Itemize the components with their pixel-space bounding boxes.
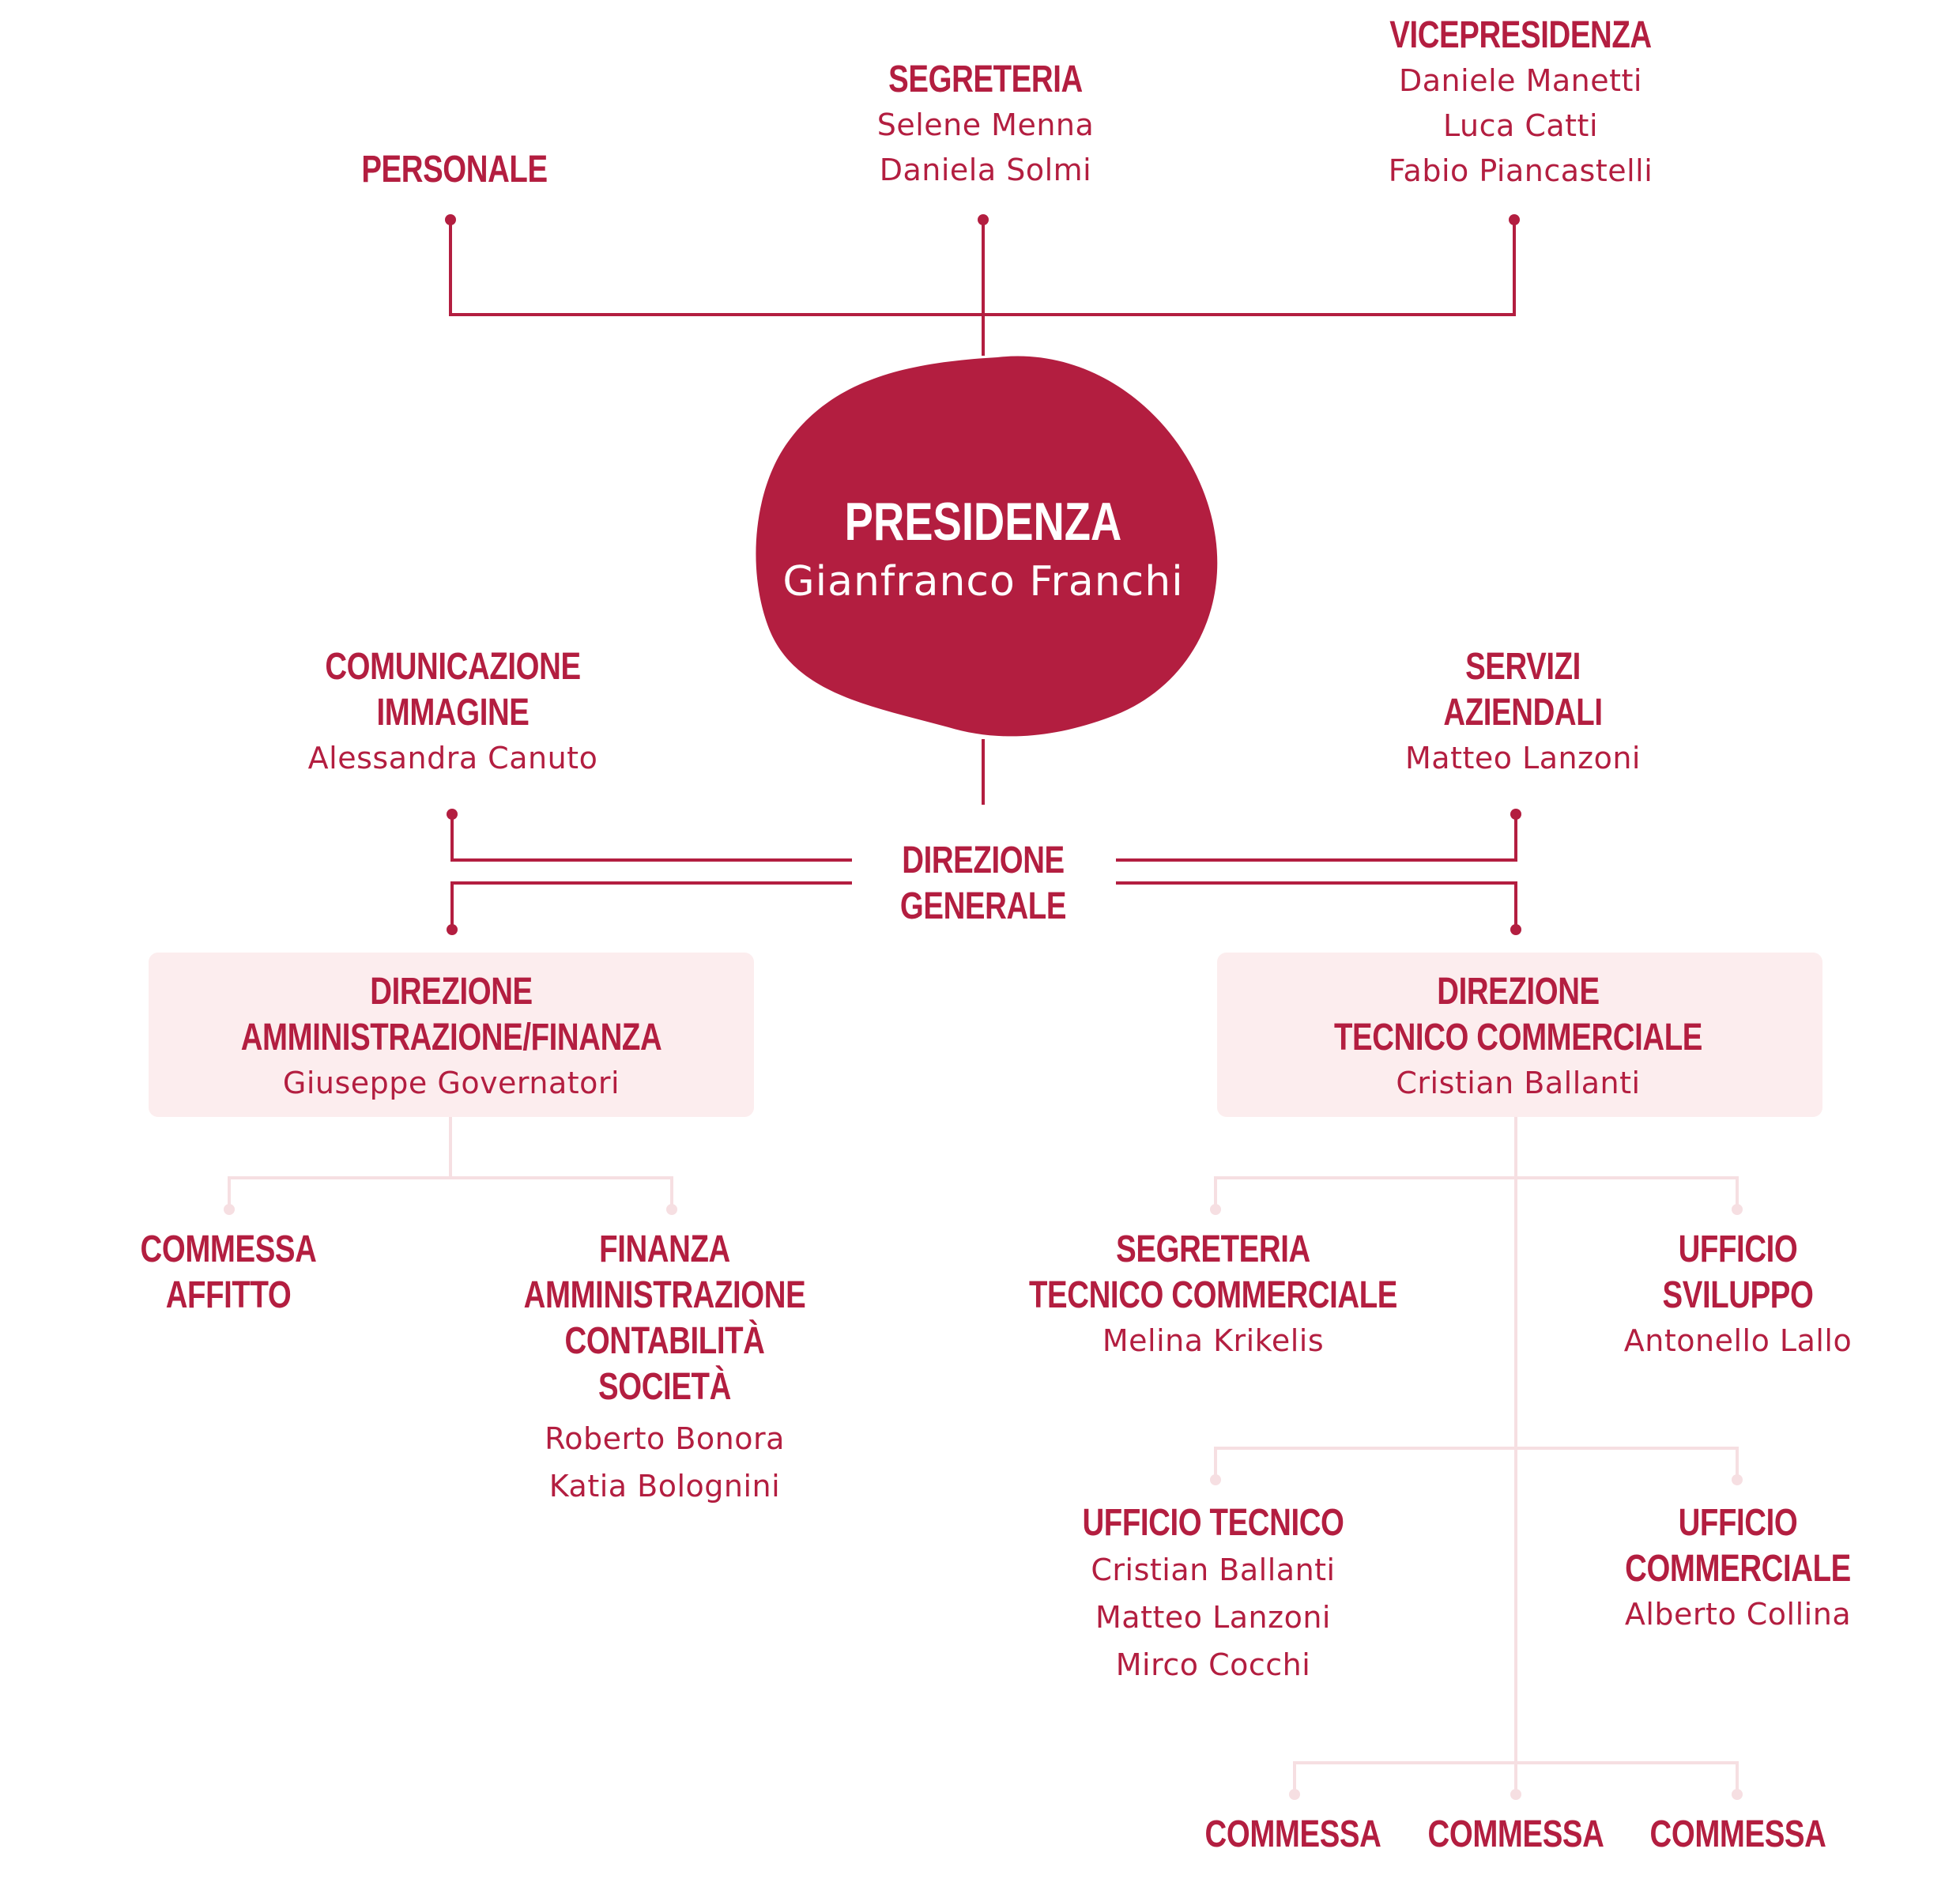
ufficio-tecnico-person: Matteo Lanzoni — [1095, 1600, 1331, 1635]
ufficio-sviluppo-title-line: UFFICIO — [1678, 1228, 1798, 1270]
finanza-title-line: CONTABILITÀ — [564, 1320, 765, 1362]
direzione-generale-title-line: DIREZIONE — [902, 840, 1065, 881]
vicepresidenza-person: Luca Catti — [1442, 108, 1599, 143]
ufficio-commerciale-title-line: COMMERCIALE — [1625, 1548, 1851, 1590]
segreteria-tec-node: SEGRETERIA TECNICO COMMERCIALE Melina Kr… — [983, 1227, 1443, 1364]
finanza-node: FINANZA AMMINISTRAZIONE CONTABILITÀ SOCI… — [488, 1227, 841, 1510]
comunicazione-node: COMUNICAZIONE IMMAGINE Alessandra Canuto — [293, 644, 612, 781]
finanza-title-line: AMMINISTRAZIONE — [523, 1274, 806, 1316]
vicepresidenza-title: VICEPRESIDENZA — [1389, 14, 1652, 56]
commessa-affitto-node: COMMESSA AFFITTO — [119, 1227, 339, 1319]
servizi-title-line: SERVIZI — [1465, 646, 1581, 688]
light-connectors — [228, 1116, 1739, 1794]
ufficio-sviluppo-person: Antonello Lallo — [1623, 1323, 1853, 1358]
vicepresidenza-person: Daniele Manetti — [1399, 63, 1642, 98]
finanza-title-line: FINANZA — [599, 1228, 730, 1270]
dir-tec-title-line: TECNICO COMMERCIALE — [1334, 1017, 1702, 1058]
servizi-title-line: AZIENDALI — [1443, 692, 1603, 734]
dir-amm-title-line: DIREZIONE — [370, 971, 533, 1013]
dir-tec-box — [1217, 953, 1822, 1117]
finanza-person: Katia Bolognini — [548, 1469, 781, 1504]
comunicazione-title-line: IMMAGINE — [376, 692, 530, 734]
commessa-node: COMMESSA — [1628, 1812, 1849, 1858]
ufficio-commerciale-node: UFFICIO COMMERCIALE Alberto Collina — [1596, 1500, 1879, 1637]
dir-amm-person: Giuseppe Governatori — [282, 1066, 620, 1100]
presidenza-title: PRESIDENZA — [844, 492, 1122, 552]
dir-tec-person: Cristian Ballanti — [1396, 1066, 1641, 1100]
comunicazione-title-line: COMUNICAZIONE — [325, 646, 581, 688]
commessa-affitto-title-line: COMMESSA — [140, 1228, 317, 1270]
presidenza-person: Gianfranco Franchi — [782, 558, 1184, 606]
top-dots — [445, 214, 1520, 225]
servizi-person: Matteo Lanzoni — [1405, 741, 1641, 775]
ufficio-commerciale-person: Alberto Collina — [1624, 1597, 1852, 1632]
commessa-title: COMMESSA — [1649, 1813, 1826, 1855]
segreteria-person: Daniela Solmi — [879, 153, 1092, 187]
dir-amm-title-line: AMMINISTRAZIONE/FINANZA — [240, 1017, 662, 1058]
ufficio-tecnico-title-line: UFFICIO TECNICO — [1082, 1502, 1344, 1544]
commessa-node: COMMESSA — [1183, 1812, 1404, 1858]
finanza-title-line: SOCIETÀ — [598, 1366, 731, 1408]
ufficio-commerciale-title-line: UFFICIO — [1678, 1502, 1798, 1544]
dir-tec-node: DIREZIONE TECNICO COMMERCIALE Cristian B… — [1288, 969, 1748, 1106]
direzione-connectors — [450, 814, 1517, 930]
personale-title: PERSONALE — [361, 149, 548, 191]
finanza-person: Roberto Bonora — [545, 1421, 785, 1456]
commessa-title: COMMESSA — [1427, 1813, 1604, 1855]
ufficio-tecnico-person: Cristian Ballanti — [1091, 1553, 1336, 1587]
segreteria-title: SEGRETERIA — [888, 58, 1083, 100]
segreteria-node: SEGRETERIA Selene Menna Daniela Solmi — [864, 57, 1106, 193]
vicepresidenza-node: VICEPRESIDENZA Daniele Manetti Luca Catt… — [1357, 13, 1684, 194]
dir-tec-title-line: DIREZIONE — [1437, 971, 1600, 1013]
segreteria-tec-title-line: TECNICO COMMERCIALE — [1029, 1274, 1397, 1316]
personale-node: PERSONALE — [338, 147, 571, 193]
light-dots — [224, 1204, 1743, 1800]
direzione-generale-title-line: GENERALE — [899, 885, 1067, 927]
dir-amm-box — [149, 953, 754, 1117]
segreteria-tec-title-line: SEGRETERIA — [1116, 1228, 1310, 1270]
comunicazione-person: Alessandra Canuto — [307, 741, 598, 775]
ufficio-tecnico-node: UFFICIO TECNICO Cristian Ballanti Matteo… — [1050, 1500, 1377, 1688]
dir-amm-node: DIREZIONE AMMINISTRAZIONE/FINANZA Giusep… — [188, 969, 714, 1106]
ufficio-tecnico-person: Mirco Cocchi — [1115, 1647, 1311, 1682]
vicepresidenza-person: Fabio Piancastelli — [1388, 153, 1653, 188]
segreteria-tec-person: Melina Krikelis — [1102, 1323, 1325, 1358]
servizi-node: SERVIZI AZIENDALI Matteo Lanzoni — [1405, 644, 1641, 781]
commessa-affitto-title-line: AFFITTO — [165, 1274, 292, 1316]
segreteria-person: Selene Menna — [876, 108, 1095, 142]
commessa-node: COMMESSA — [1406, 1812, 1626, 1858]
ufficio-sviluppo-node: UFFICIO SVILUPPO Antonello Lallo — [1624, 1227, 1852, 1364]
ufficio-sviluppo-title-line: SVILUPPO — [1662, 1274, 1814, 1316]
top-connectors — [449, 220, 1516, 356]
direzione-generale-node: DIREZIONE GENERALE — [880, 838, 1087, 930]
direzione-dots — [447, 809, 1521, 935]
presidenza-blob — [756, 356, 1218, 737]
presidenza-label: PRESIDENZA Gianfranco Franchi — [782, 490, 1183, 610]
commessa-title: COMMESSA — [1204, 1813, 1381, 1855]
